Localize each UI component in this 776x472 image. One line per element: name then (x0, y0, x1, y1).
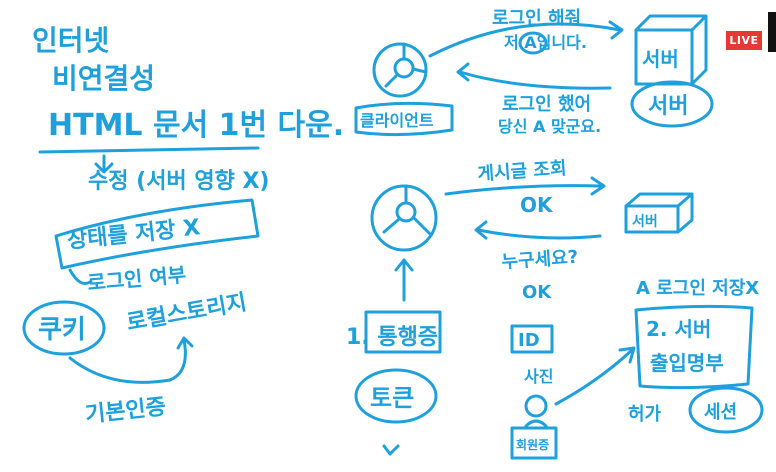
note-internet: 인터넷 (32, 24, 109, 57)
note-local-storage: 로컬스토리지 (125, 290, 249, 336)
box-client (354, 101, 454, 137)
label-login-request-1: 로그인 해줘 (492, 8, 581, 29)
label-client: 클라이언트 (360, 111, 434, 130)
arrow-login-request (428, 20, 624, 58)
arrow-post-request (444, 176, 606, 196)
arrow-down-html (94, 154, 114, 174)
label-server-mid: 서버 (632, 213, 658, 230)
note-cookie: 쿠키 (38, 315, 86, 345)
server-box-mid (624, 192, 694, 234)
circle-session (688, 386, 764, 434)
box-server-ledger (634, 304, 754, 390)
note-html-download: HTML 문서 1번 다운. (48, 108, 344, 143)
label-permit: 허가 (628, 404, 662, 425)
note-connectionless: 비연결성 (52, 62, 155, 95)
box-pass (364, 310, 442, 354)
screen-edge-block (768, 12, 776, 52)
label-who: 누구세요? (501, 247, 579, 273)
person-icon (524, 394, 548, 418)
label-ok-2: OK (522, 282, 552, 303)
label-member-card: 회원증 (516, 437, 549, 452)
label-login-reply-1: 로그인 했어 (502, 94, 591, 115)
circle-cookie (22, 300, 106, 356)
label-photo: 사진 (524, 367, 553, 386)
box-member-card (510, 426, 558, 460)
underline-html (38, 146, 260, 154)
label-token: 토큰 (370, 384, 414, 412)
magnifier-icon-mid (395, 201, 417, 223)
arrow-up-to-client (394, 258, 414, 302)
arrow-who-reply (474, 220, 602, 240)
magnifier-handle-mid-icon (382, 184, 432, 236)
note-basic-auth: 기본인증 (84, 395, 167, 428)
box-no-state (54, 198, 260, 270)
arrow-cookie-to-auth (68, 336, 194, 384)
label-pass: 1. 통행증 (346, 325, 438, 350)
arrow-login-reply (456, 62, 612, 90)
arrow-to-server-ledger (554, 346, 636, 406)
note-modify: 수정 (서버 영향 X) (88, 169, 270, 194)
label-login-reply-2: 당신 A 맞군요. (498, 117, 601, 136)
note-no-state: 상태를 저장 X (66, 215, 201, 254)
label-ok-1: OK (520, 193, 554, 217)
box-id (510, 324, 554, 354)
magnifier-handle-icon (384, 42, 428, 88)
label-server-ledger-1: 2. 서버 (646, 317, 711, 341)
person-body-icon (524, 419, 548, 428)
label-post-request: 게시글 조회 (477, 158, 567, 185)
client-circle-top (372, 42, 428, 98)
label-session: 세션 (704, 402, 737, 423)
client-circle-mid (370, 184, 438, 252)
label-server-ledger-2: 출입명부 (650, 351, 724, 375)
arrow-to-login (68, 268, 92, 285)
label-id: ID (518, 330, 540, 351)
live-badge: LIVE (726, 31, 762, 50)
magnifier-icon (393, 57, 415, 79)
circle-server-top (630, 80, 714, 128)
circle-a-mark (518, 31, 548, 55)
label-server-cube-top: 서버 (642, 47, 679, 71)
check-mark (382, 444, 400, 456)
note-login-status: 로그인 여부 (86, 262, 187, 295)
circle-token (354, 368, 438, 424)
label-a-login: A 로그인 저장X (636, 278, 759, 299)
label-server-circle-top: 서버 (648, 94, 688, 119)
